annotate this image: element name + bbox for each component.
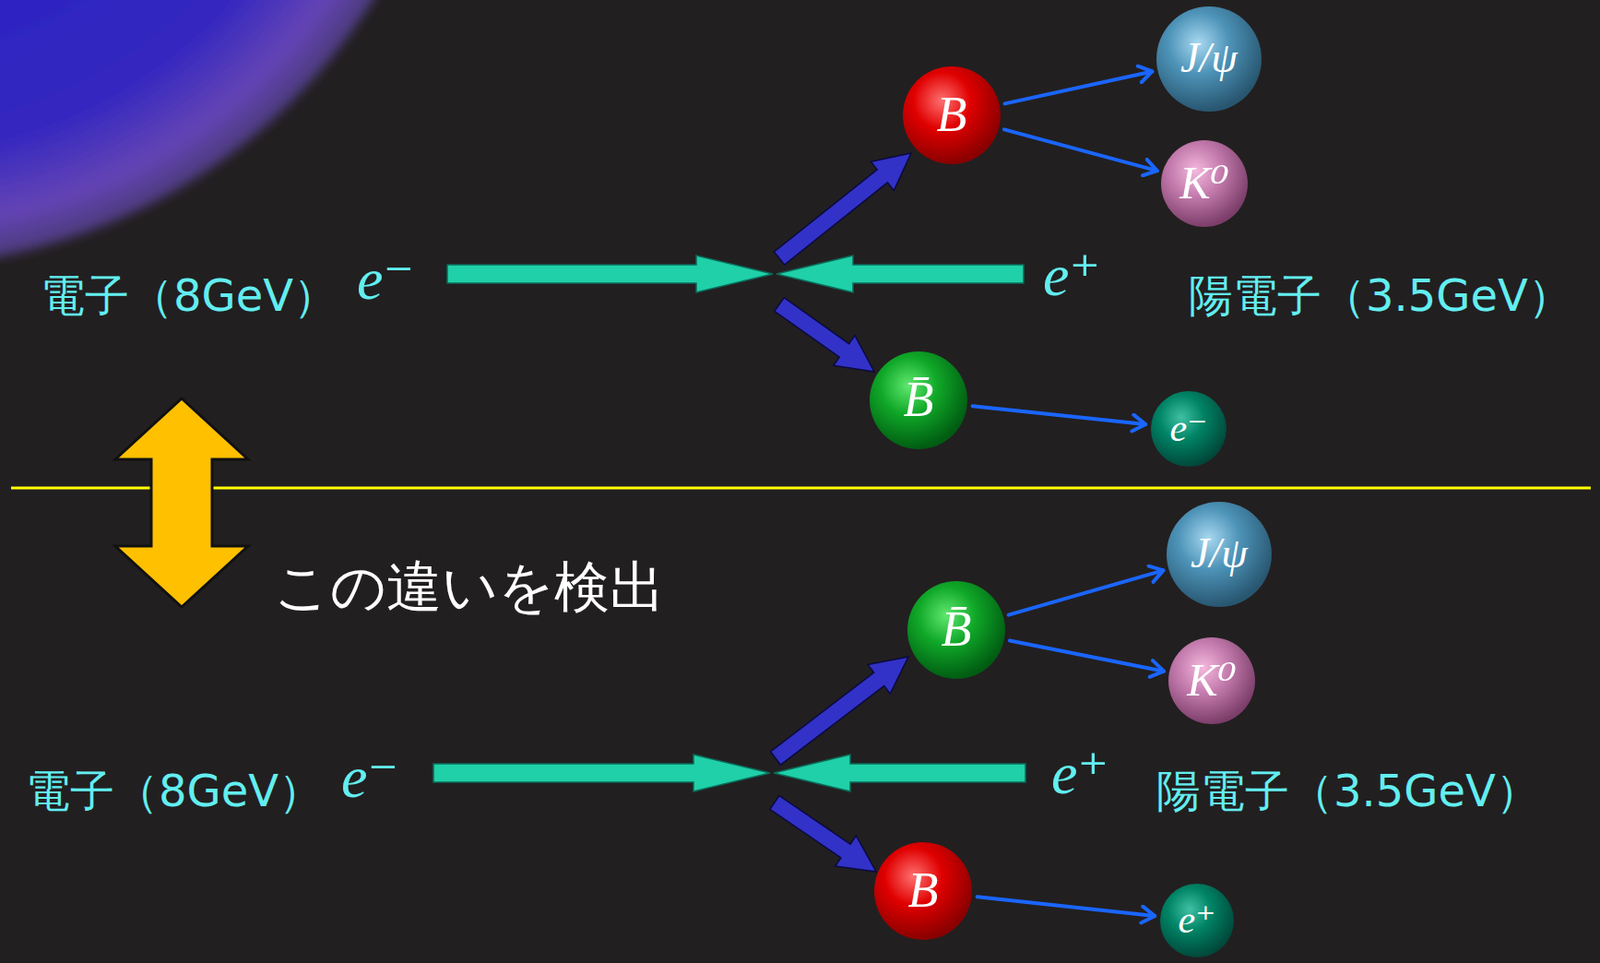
particle-name: B̄ <box>941 604 972 654</box>
planet-blob <box>0 0 462 268</box>
production-arrow <box>773 153 912 265</box>
particle-name: J/ψ <box>1180 36 1238 80</box>
beam-label: 電子（8GeV） <box>25 766 323 816</box>
particle-sphere <box>1160 883 1234 958</box>
particle-circle: B̄ <box>869 351 968 450</box>
particle-symbol: e⁺ <box>1051 741 1109 806</box>
particle-circle: K⁰ <box>1168 637 1256 724</box>
particle-sphere <box>907 580 1006 679</box>
particle-sphere <box>1150 391 1227 467</box>
particle-sphere <box>902 66 1001 165</box>
particle-circle: e⁻ <box>1150 391 1227 467</box>
particle-sphere <box>1156 6 1262 112</box>
decay-arrow <box>977 896 1156 916</box>
electron-beam <box>447 255 773 293</box>
particle-symbol: e⁻ <box>341 745 399 810</box>
particle-sphere <box>874 841 972 940</box>
particle-circle: J/ψ <box>1156 6 1262 112</box>
positron-beam <box>776 255 1024 293</box>
particle-circle: B̄ <box>907 580 1006 679</box>
production-arrow <box>770 795 877 872</box>
particle-sphere <box>1168 637 1256 724</box>
particle-sphere <box>1161 140 1248 227</box>
particle-circle: e⁺ <box>1160 883 1234 958</box>
particle-sphere <box>1166 501 1272 607</box>
production-arrow <box>774 297 875 372</box>
particle-circle: B <box>902 66 1001 165</box>
particle-symbol: e⁻ <box>356 247 415 312</box>
decay-arrow <box>1009 640 1164 671</box>
particle-name: B̄ <box>903 374 935 425</box>
particle-circle: J/ψ <box>1166 501 1272 607</box>
decay-arrow <box>1005 71 1153 104</box>
beam-label: 電子（8GeV） <box>40 271 338 320</box>
beam-label: 陽電子（3.5GeV） <box>1156 766 1541 816</box>
particle-name: B <box>908 865 939 915</box>
production-arrow <box>770 656 910 765</box>
particle-name: e⁺ <box>1178 900 1217 939</box>
particle-name: K⁰ <box>1186 656 1236 703</box>
particle-circle: K⁰ <box>1161 140 1248 227</box>
decay-arrow <box>1004 129 1158 171</box>
particle-symbol: e⁺ <box>1042 243 1101 309</box>
particle-sphere <box>869 351 968 450</box>
decay-arrow <box>972 405 1147 425</box>
particle-name: e⁻ <box>1170 408 1209 448</box>
double-arrow <box>115 398 249 607</box>
particle-name: K⁰ <box>1179 159 1229 206</box>
particle-name: B <box>936 89 968 140</box>
caption-note: この違いを検出 <box>273 556 665 617</box>
divider-line <box>11 486 1591 490</box>
particle-circle: B <box>874 841 972 940</box>
particle-name: J/ψ <box>1190 532 1248 575</box>
positron-beam <box>773 754 1026 792</box>
electron-beam <box>433 754 771 792</box>
decay-arrow <box>1008 569 1164 615</box>
beam-label: 陽電子（3.5GeV） <box>1188 271 1573 320</box>
